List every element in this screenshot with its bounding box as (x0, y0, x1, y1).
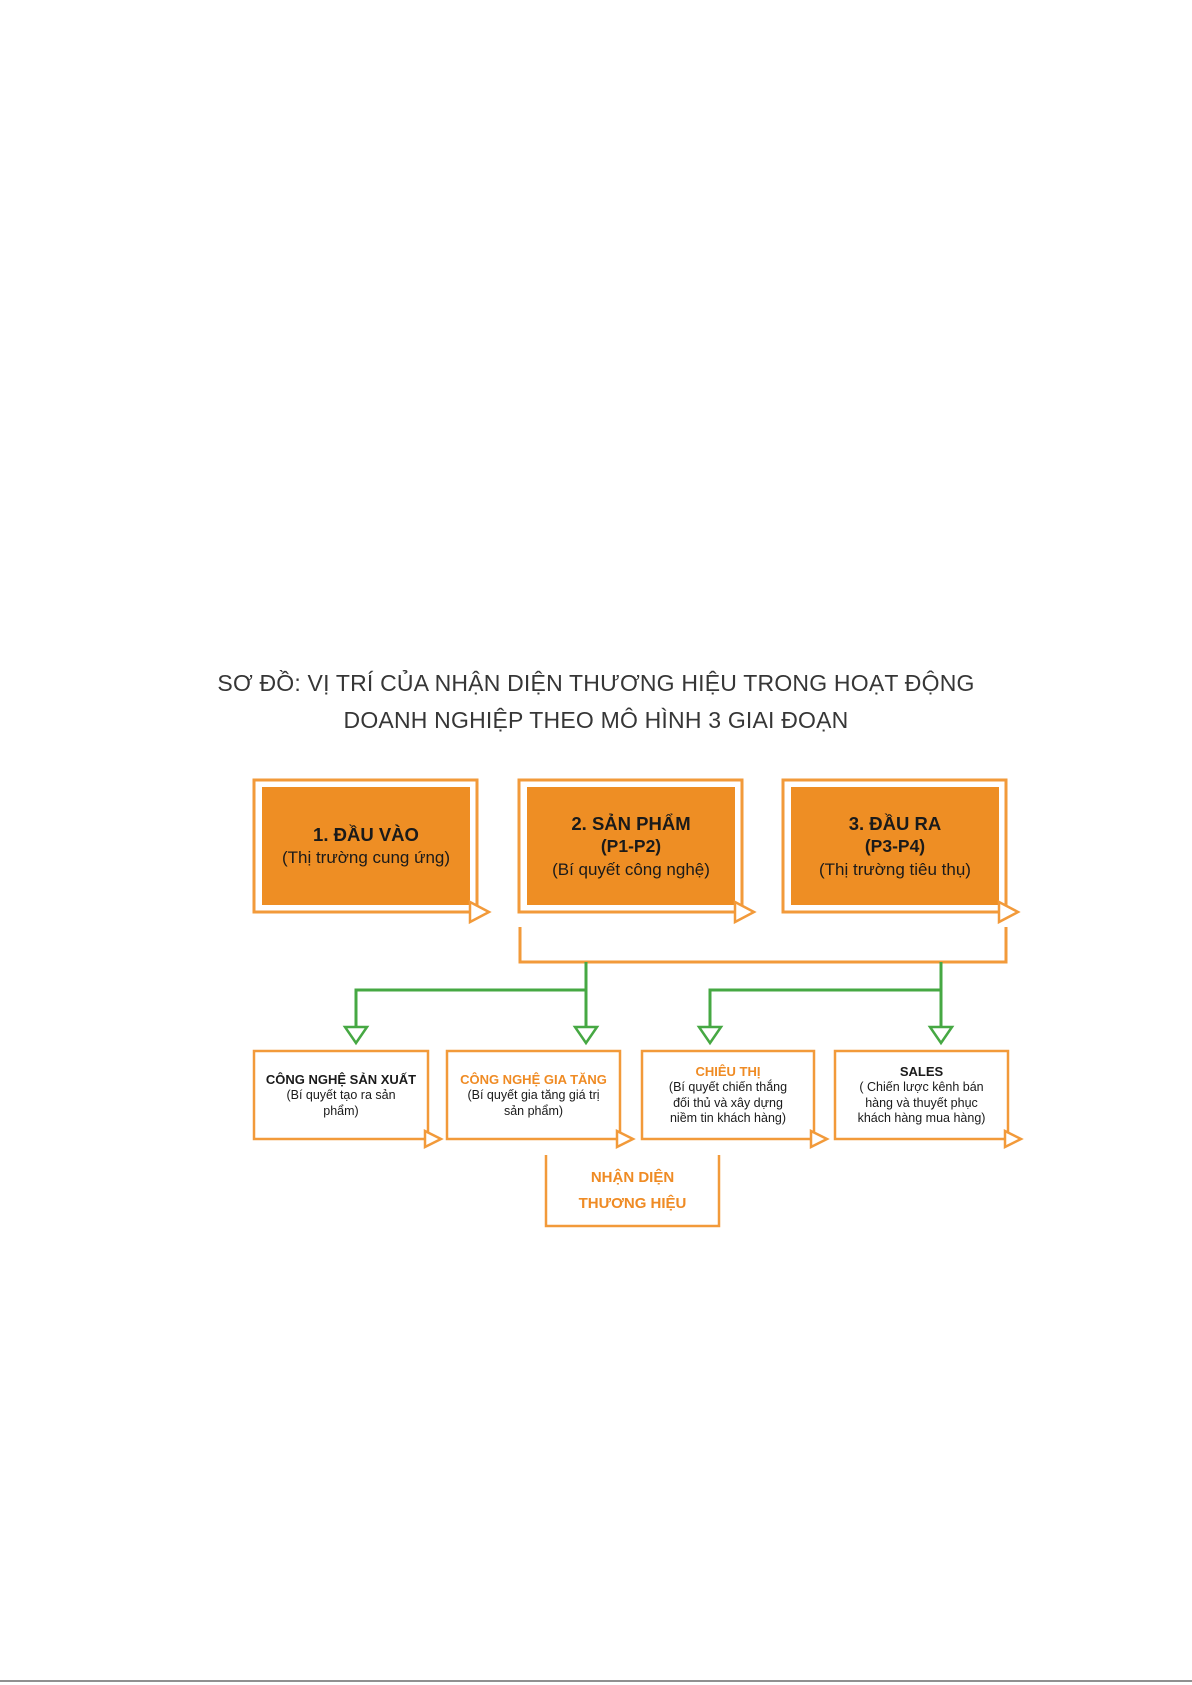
activity-4-arrow (1003, 1128, 1024, 1150)
activity-1-heading: CÔNG NGHỆ SẢN XUẤT (265, 1072, 417, 1087)
stage-2-fill (527, 787, 735, 905)
stage-3-text: 3. ĐẦU RA (P3-P4) (Thị trường tiêu thụ) (791, 787, 999, 905)
stage-3-code: (P3-P4) (864, 835, 926, 856)
stage-1-arrow (468, 899, 492, 925)
activity-1-text: CÔNG NGHỆ SẢN XUẤT (Bí quyết tạo ra sản … (254, 1051, 428, 1139)
stage-1-fill (262, 787, 470, 905)
activity-3-line: niềm tin khách hàng) (669, 1111, 787, 1126)
activity-3-line: đối thủ và xây dựng (673, 1095, 783, 1110)
stage-2-code: (P1-P2) (600, 835, 662, 856)
stage-1-heading: 1. ĐẦU VÀO (313, 824, 419, 845)
activity-4-heading: SALES (899, 1064, 944, 1080)
stage-1-subtitle: (Thị trường cung ứng) (281, 848, 451, 867)
activity-3-arrow (809, 1128, 830, 1150)
connector-output-branches (708, 962, 943, 1027)
activity-3-text: CHIÊU THỊ (Bí quyết chiến thắng đối thủ … (642, 1051, 814, 1139)
activity-4-text: SALES ( Chiến lược kênh bán hàng và thuy… (835, 1051, 1008, 1139)
activity-2-outline (445, 1049, 622, 1141)
stages-2-3-bracket (518, 927, 1008, 964)
stage-1-text: 1. ĐẦU VÀO (Thị trường cung ứng) (262, 787, 470, 905)
connector-arrow-sales (927, 1025, 955, 1046)
stage-2-outline (517, 778, 744, 914)
activity-2-text: CÔNG NGHỆ GIA TĂNG (Bí quyết gia tăng gi… (447, 1051, 620, 1139)
stage-2-arrow (733, 899, 757, 925)
stage-3-fill (791, 787, 999, 905)
stage-3-arrow (997, 899, 1021, 925)
activity-3-line: (Bí quyết chiến thắng (668, 1080, 788, 1095)
brand-identity-line-2: THƯƠNG HIỆU (578, 1194, 687, 1212)
connector-product-branches (354, 962, 588, 1027)
stage-1-outline (252, 778, 479, 914)
connector-arrow-promotion (696, 1025, 724, 1046)
activity-1-outline (252, 1049, 430, 1141)
diagram-title-line-2: DOANH NGHIỆP THEO MÔ HÌNH 3 GIAI ĐOẠN (343, 707, 849, 733)
activity-1-line: (Bí quyết tạo ra sản (286, 1088, 396, 1102)
activity-4-line: khách hàng mua hàng) (857, 1111, 986, 1126)
activity-4-outline (833, 1049, 1010, 1141)
brand-identity-text: NHẬN DIỆN THƯƠNG HIỆU (546, 1155, 719, 1226)
activity-2-line: (Bí quyết gia tăng giá trị (467, 1088, 600, 1102)
activity-3-heading: CHIÊU THỊ (695, 1064, 761, 1080)
stage-3-outline (781, 778, 1008, 914)
stage-2-text: 2. SẢN PHẨM (P1-P2) (Bí quyết công nghệ) (527, 787, 735, 905)
activity-2-heading: CÔNG NGHỆ GIA TĂNG (460, 1072, 607, 1087)
activity-1-line: phẩm) (323, 1103, 359, 1118)
diagram-title-line-1: SƠ ĐỒ: VỊ TRÍ CỦA NHẬN DIỆN THƯƠNG HIỆU … (217, 670, 975, 696)
brand-identity-line-1: NHẬN DIỆN (590, 1168, 675, 1186)
activity-4-line: ( Chiến lược kênh bán (859, 1080, 984, 1095)
brand-identity-outline (544, 1155, 721, 1228)
activity-1-arrow (423, 1128, 444, 1150)
activity-4-line: hàng và thuyết phục (865, 1095, 978, 1110)
connector-arrow-production (342, 1025, 370, 1046)
stage-2-heading: 2. SẢN PHẨM (571, 812, 691, 834)
activity-2-arrow (615, 1128, 636, 1150)
activity-2-line: sản phẩm) (503, 1103, 564, 1118)
stage-3-heading: 3. ĐẦU RA (848, 812, 942, 834)
activity-3-outline (640, 1049, 816, 1141)
stage-2-subtitle: (Bí quyết công nghệ) (552, 859, 710, 879)
connector-arrow-value-added (572, 1025, 600, 1046)
stage-3-subtitle: (Thị trường tiêu thụ) (819, 859, 971, 879)
